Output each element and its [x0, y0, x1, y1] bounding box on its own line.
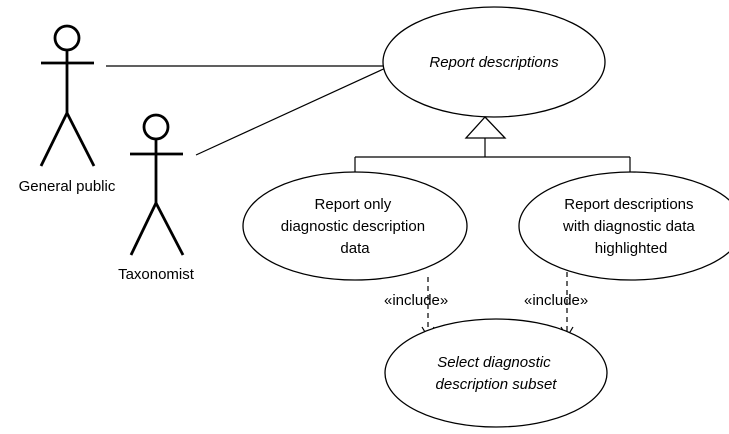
- use-case-report-descriptions[interactable]: [382, 6, 606, 118]
- use-case-report-only-diagnostic-label: Report only diagnostic description data: [281, 196, 429, 257]
- association-taxonomist: [195, 65, 391, 156]
- use-case-report-only-diagnostic[interactable]: [242, 171, 468, 281]
- actor-general-public[interactable]: [39, 24, 96, 167]
- include-stereotype-left: «include»: [384, 292, 448, 309]
- use-case-report-highlighted-label: Report descriptions with diagnostic data…: [562, 196, 699, 257]
- actor-taxonomist[interactable]: [129, 113, 185, 256]
- actor-general-public-label: General public: [19, 178, 116, 195]
- use-case-select-subset-label: Select diagnostic description subset: [436, 354, 558, 393]
- use-case-report-descriptions-label: Report descriptions: [429, 54, 559, 71]
- include-stereotype-right: «include»: [524, 292, 588, 309]
- generalization-arrowhead: [464, 116, 507, 139]
- use-case-report-highlighted[interactable]: [518, 171, 729, 281]
- actor-head-icon: [53, 24, 81, 52]
- actor-taxonomist-label: Taxonomist: [118, 266, 195, 283]
- use-case-select-subset[interactable]: [384, 318, 608, 428]
- actor-head-icon: [142, 113, 170, 141]
